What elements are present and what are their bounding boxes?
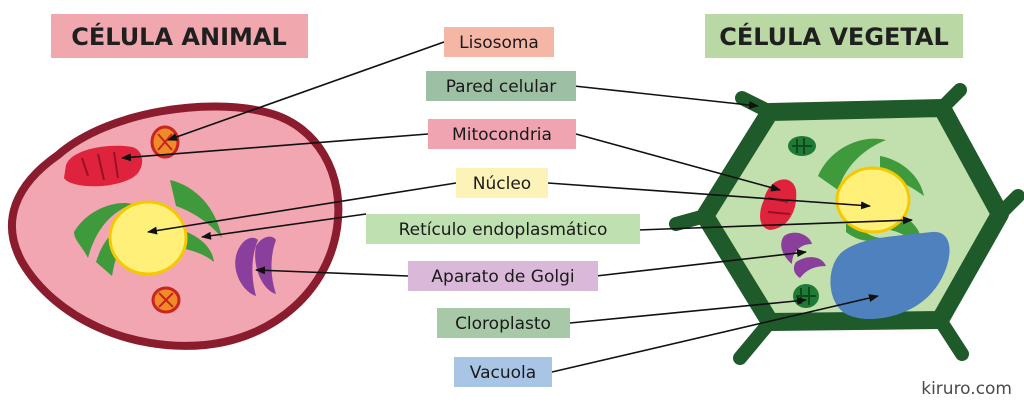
label-lisosoma-text: Lisosoma xyxy=(459,33,539,53)
brand-watermark: kiruro.com xyxy=(921,379,1012,399)
label-reticulo-text: Retículo endoplasmático xyxy=(399,220,608,240)
animal-title: CÉLULA ANIMAL xyxy=(71,22,287,51)
arrow-golgi-plant xyxy=(595,249,807,277)
plant-nucleus xyxy=(835,166,911,234)
arrow-cloroplasto xyxy=(569,296,807,324)
arrow-nucleo-animal xyxy=(147,182,457,235)
label-golgi-text: Aparato de Golgi xyxy=(431,267,574,287)
plant-golgi xyxy=(781,232,826,278)
arrow-nucleo-plant xyxy=(547,182,871,210)
vegetal-title-box xyxy=(705,14,963,58)
animal-lysosome-top xyxy=(150,125,180,159)
arrow-mito-plant xyxy=(575,133,781,192)
animal-lysosome-bottom xyxy=(151,286,181,314)
arrow-lisosoma xyxy=(167,41,445,141)
label-pared: Pared celular xyxy=(426,71,576,101)
pointer-arrows xyxy=(121,41,913,373)
arrow-reticulo-animal xyxy=(201,213,367,240)
label-cloroplasto: Cloroplasto xyxy=(437,308,570,338)
label-cloroplasto-text: Cloroplasto xyxy=(455,314,551,334)
label-pared-text: Pared celular xyxy=(446,77,557,97)
label-vacuola: Vacuola xyxy=(454,357,552,387)
arrow-reticulo-plant xyxy=(637,216,913,231)
label-mitocondria-text: Mitocondria xyxy=(452,125,552,145)
arrow-golgi-animal xyxy=(255,266,409,277)
label-golgi: Aparato de Golgi xyxy=(408,261,598,291)
plant-chloroplast-top xyxy=(788,136,816,156)
arrow-vacuola xyxy=(551,294,879,373)
animal-nucleus xyxy=(108,200,188,276)
label-lisosoma: Lisosoma xyxy=(444,27,554,57)
arrow-mito-animal xyxy=(121,133,429,162)
arrow-pared xyxy=(573,85,759,110)
vegetal-title: CÉLULA VEGETAL xyxy=(719,22,949,51)
label-reticulo: Retículo endoplasmático xyxy=(366,214,640,244)
plant-vacuole xyxy=(830,231,950,320)
plant-wall-spikes xyxy=(669,83,1024,365)
plant-cell xyxy=(669,83,1024,365)
animal-title-box xyxy=(51,14,308,58)
label-vacuola-text: Vacuola xyxy=(470,363,536,383)
label-nucleo: Núcleo xyxy=(456,168,548,198)
plant-chloroplast-bottom xyxy=(793,284,819,308)
label-nucleo-text: Núcleo xyxy=(473,174,531,194)
label-mitocondria: Mitocondria xyxy=(428,119,576,149)
animal-cell xyxy=(8,102,343,350)
animal-golgi xyxy=(235,236,276,296)
